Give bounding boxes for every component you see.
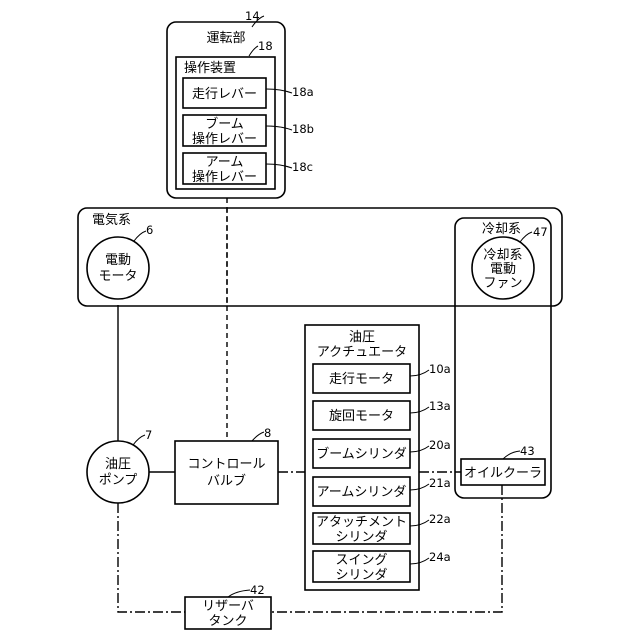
- electric-motor-leader: [134, 231, 146, 241]
- actuator-attachment-cylinder-ref: 22a: [429, 512, 451, 526]
- lever-boom-label-2: 操作レバー: [192, 131, 257, 147]
- actuator-group-title-2: アクチュエータ: [317, 345, 407, 360]
- lever-boom[interactable]: ブーム 操作レバー 18b: [183, 115, 314, 147]
- reservoir-tank-label-1: リザーバ: [202, 599, 254, 614]
- control-valve-label-2: バルブ: [207, 473, 246, 489]
- oil-cooler-label: オイルクーラ: [464, 466, 542, 481]
- control-valve-label-1: コントロール: [187, 457, 265, 472]
- actuator-arm-cylinder-label: アームシリンダ: [317, 485, 407, 500]
- lever-travel-label: 走行レバー: [192, 87, 257, 102]
- actuator-swing-cylinder-ref: 24a: [429, 550, 451, 564]
- operation-unit-title: 運転部: [206, 31, 245, 46]
- cooling-fan-label-2: 電動: [490, 262, 516, 277]
- control-device-ref: 18: [258, 39, 273, 53]
- actuator-swing-cylinder-label-2: シリンダ: [335, 568, 387, 583]
- lever-boom-label-1: ブーム: [205, 116, 244, 132]
- control-valve-box[interactable]: [175, 441, 278, 504]
- lever-arm-label-1: アーム: [206, 155, 244, 170]
- electric-motor-label-2: モータ: [98, 269, 137, 284]
- line-pump-to-tank: [118, 503, 185, 612]
- actuator-attachment-cylinder-label-2: シリンダ: [335, 530, 387, 545]
- hydraulic-pump-circle[interactable]: [87, 441, 149, 503]
- cooling-fan-ref: 47: [533, 225, 548, 239]
- actuator-boom-cylinder-label: ブームシリンダ: [316, 446, 407, 462]
- actuator-group-title-1: 油圧: [349, 330, 375, 345]
- reservoir-tank-leader: [228, 590, 250, 597]
- cooling-fan-label-1: 冷却系: [483, 248, 522, 263]
- actuator-boom-cylinder-ref: 20a: [429, 438, 451, 452]
- reservoir-tank[interactable]: リザーバ タンク 42: [185, 583, 271, 629]
- lever-boom-ref: 18b: [292, 122, 314, 136]
- electric-motor-ref: 6: [146, 223, 153, 237]
- actuator-boom-cylinder[interactable]: ブームシリンダ 20a: [313, 438, 451, 468]
- actuator-swing-cylinder[interactable]: スイング シリンダ 24a: [313, 550, 451, 583]
- actuator-attachment-cylinder-label-1: アタッチメント: [316, 515, 407, 530]
- hydraulic-pump-label-1: 油圧: [105, 457, 131, 472]
- reservoir-tank-label-2: タンク: [208, 614, 247, 629]
- lever-arm[interactable]: アーム 操作レバー 18c: [183, 153, 313, 185]
- actuator-swing-motor[interactable]: 旋回モータ 13a: [313, 399, 451, 430]
- oil-cooler-ref: 43: [520, 444, 535, 458]
- actuator-travel-motor[interactable]: 走行モータ 10a: [313, 362, 451, 393]
- hydraulic-pump-leader: [133, 435, 145, 445]
- electric-motor-label-1: 電動: [105, 253, 131, 268]
- lever-arm-label-2: 操作レバー: [192, 169, 257, 185]
- reservoir-tank-ref: 42: [250, 583, 265, 597]
- control-valve[interactable]: コントロール バルブ 8: [175, 426, 278, 504]
- operation-unit-ref: 14: [245, 9, 260, 23]
- control-valve-leader: [252, 432, 264, 441]
- hydraulic-pump[interactable]: 油圧 ポンプ 7: [87, 428, 152, 503]
- lever-arm-ref: 18c: [292, 160, 313, 174]
- cooling-system-title: 冷却系: [482, 222, 521, 237]
- actuator-swing-motor-ref: 13a: [429, 399, 451, 413]
- oil-cooler-leader: [503, 451, 520, 459]
- lever-travel[interactable]: 走行レバー 18a: [183, 78, 314, 108]
- electric-system-title: 電気系: [92, 212, 131, 228]
- control-valve-ref: 8: [264, 426, 271, 440]
- actuator-swing-motor-label: 旋回モータ: [329, 409, 394, 424]
- control-device-title: 操作装置: [184, 60, 236, 76]
- actuator-attachment-cylinder[interactable]: アタッチメント シリンダ 22a: [313, 512, 451, 545]
- electric-motor[interactable]: 電動 モータ 6: [87, 223, 153, 299]
- actuator-arm-cylinder[interactable]: アームシリンダ 21a: [313, 476, 451, 506]
- electric-motor-circle[interactable]: [87, 237, 149, 299]
- actuator-travel-motor-ref: 10a: [429, 362, 451, 376]
- hydraulic-pump-ref: 7: [145, 428, 152, 442]
- lever-travel-ref: 18a: [292, 85, 314, 99]
- cooling-fan-label-3: ファン: [483, 276, 522, 291]
- actuator-swing-cylinder-label-1: スイング: [335, 553, 387, 568]
- oil-cooler[interactable]: オイルクーラ 43: [461, 444, 545, 485]
- actuator-travel-motor-label: 走行モータ: [329, 372, 394, 387]
- cooling-fan-leader: [520, 232, 532, 242]
- actuator-arm-cylinder-ref: 21a: [429, 476, 451, 490]
- hydraulic-pump-label-2: ポンプ: [99, 473, 138, 488]
